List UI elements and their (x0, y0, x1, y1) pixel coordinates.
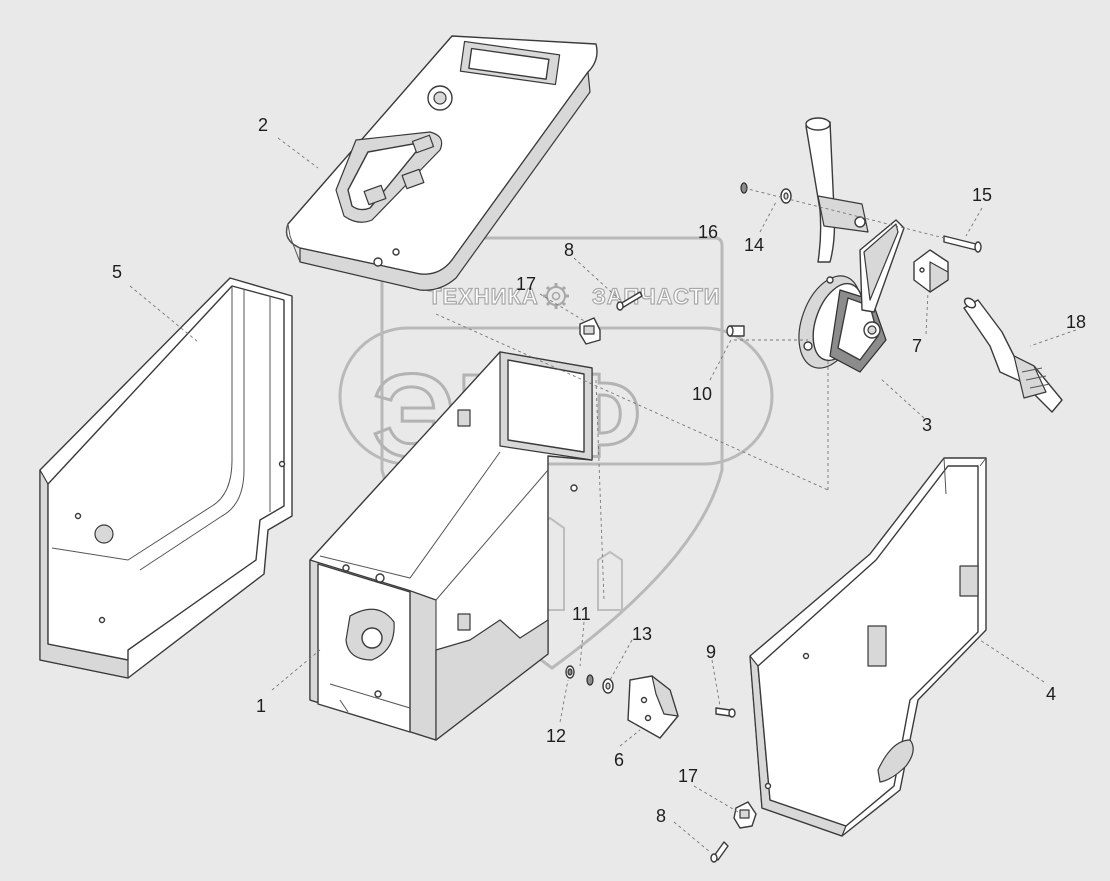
watermark-right-text: ЗАПЧАСТИ (592, 284, 721, 309)
part-14-washers (740, 182, 792, 204)
part-5-left-panel (39, 277, 293, 679)
part-1-main-frame (309, 351, 593, 741)
callout-6: 6 (614, 750, 624, 770)
part-9-bolt (715, 707, 736, 718)
part-3-shift-lever (798, 117, 905, 373)
part-8-bolt-upper (616, 291, 643, 311)
part-11-washer (586, 674, 594, 686)
callout-3: 3 (922, 415, 932, 435)
callout-9: 9 (706, 642, 716, 662)
callout-1: 1 (256, 696, 266, 716)
part-4-right-panel (749, 457, 987, 837)
callout-10: 10 (692, 384, 712, 404)
callout-18: 18 (1066, 312, 1086, 332)
gear-icon (543, 283, 569, 309)
part-15-pin (943, 235, 982, 253)
watermark-left-text: ТЕХНИКА (428, 284, 539, 309)
leader-lines (129, 137, 1077, 853)
callout-5: 5 (112, 262, 122, 282)
callout-2: 2 (258, 115, 268, 135)
part-18-cable (963, 297, 1063, 413)
shield-outline (380, 236, 724, 670)
callout-8-upper: 8 (564, 240, 574, 260)
callout-14: 14 (744, 235, 764, 255)
callout-12: 12 (546, 726, 566, 746)
part-12-nut (565, 665, 575, 679)
callout-labels: 1 2 3 4 5 6 7 8 8 9 10 11 12 13 14 15 16… (112, 115, 1086, 826)
callout-7: 7 (912, 336, 922, 356)
watermark-band (338, 326, 774, 466)
part-6-angle-bracket (627, 675, 679, 739)
part-2-top-cover (285, 35, 598, 291)
callout-8-lower: 8 (656, 806, 666, 826)
part-10-stud (726, 325, 745, 337)
part-17-clip-nut-upper (579, 317, 601, 345)
part-8-bolt-lower (710, 841, 729, 863)
callout-16: 16 (698, 222, 718, 242)
callout-17-lower: 17 (678, 766, 698, 786)
part-17-clip-nut-lower (733, 801, 757, 829)
callout-4: 4 (1046, 684, 1056, 704)
callout-11: 11 (572, 604, 591, 624)
callout-15: 15 (972, 185, 992, 205)
part-13-washer (602, 678, 614, 694)
callout-13: 13 (632, 624, 652, 644)
callout-17-upper: 17 (516, 274, 536, 294)
part-7-bracket (913, 249, 949, 293)
